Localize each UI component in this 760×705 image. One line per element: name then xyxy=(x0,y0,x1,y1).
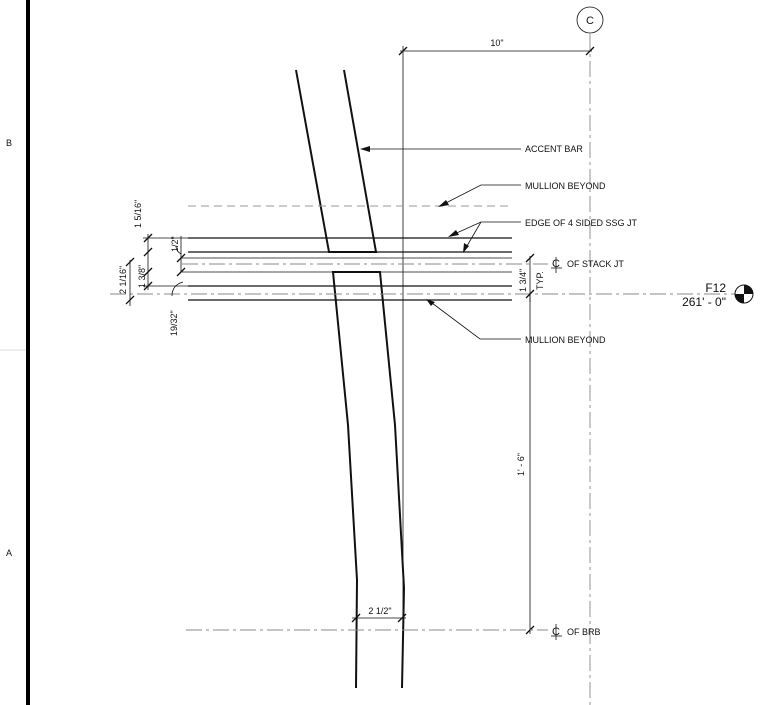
accent-bar-lower xyxy=(331,271,406,689)
level-datum-icon xyxy=(734,284,754,304)
arrow-ssg-b xyxy=(463,243,469,253)
dim-tick-i xyxy=(525,253,535,263)
level-elevation: 261' - 0" xyxy=(682,295,726,309)
dim-tick-h xyxy=(176,267,186,277)
dim-text-19-32: 19/32" xyxy=(169,310,179,336)
grid-bubble xyxy=(576,6,604,34)
callout-mullion-beyond-top: MULLION BEYOND xyxy=(525,181,606,191)
dim-tick-g xyxy=(176,253,186,263)
leader-mullion-top xyxy=(439,184,521,207)
dim-tick-l xyxy=(351,613,361,623)
dim-text-2-1-2: 2 1/2" xyxy=(368,606,391,616)
dim-tick-d xyxy=(143,281,153,291)
dim-tick-right-10 xyxy=(585,46,595,56)
dim-text-10: 10" xyxy=(490,38,503,48)
leader-mullion-bottom xyxy=(427,299,521,340)
grid-zone-a: A xyxy=(6,548,12,558)
callout-stack-jt: OF STACK JT xyxy=(567,259,624,269)
dim-tick-left-10 xyxy=(398,46,408,56)
callout-mullion-beyond-bottom: MULLION BEYOND xyxy=(525,335,606,345)
dim-tick-a xyxy=(143,233,153,243)
dim-tick-e xyxy=(125,257,135,267)
level-name: F12 xyxy=(705,281,726,295)
leader-ssg-a xyxy=(449,221,521,237)
arrow-accent-bar xyxy=(360,146,370,152)
callout-edge-ssg: EDGE OF 4 SIDED SSG JT xyxy=(525,218,638,228)
dim-text-1-6: 1' - 6" xyxy=(516,453,526,476)
leader-19-32 xyxy=(171,281,184,297)
dim-text-1-3-8: 1 3/8" xyxy=(137,265,147,288)
leader-1-2 xyxy=(175,245,182,255)
centerline-symbol-stack: C xyxy=(551,257,562,273)
dim-text-1-5-16: 1 5/16" xyxy=(133,200,143,228)
dim-text-1-3-4: 1 3/4" xyxy=(518,269,528,292)
accent-bar-upper xyxy=(295,69,378,253)
dim-text-2-1-16: 2 1/16" xyxy=(118,266,128,294)
centerline-symbol-brb: C xyxy=(551,624,562,640)
grid-bubble-label: C xyxy=(586,15,594,27)
callout-brb: OF BRB xyxy=(567,627,601,637)
dim-text-1-2: 1/2" xyxy=(170,236,180,252)
dim-text-typ: TYP. xyxy=(535,271,545,290)
arrow-mullion-top xyxy=(438,200,449,207)
dim-tick-b xyxy=(143,247,153,257)
dim-tick-f xyxy=(125,295,135,305)
grid-zone-b: B xyxy=(6,138,12,148)
arrow-mullion-bottom xyxy=(426,299,435,306)
arrow-ssg-a xyxy=(448,230,459,237)
dim-tick-c xyxy=(143,267,153,277)
dim-tick-m xyxy=(397,613,407,623)
callout-accent-bar: ACCENT BAR xyxy=(525,144,583,154)
